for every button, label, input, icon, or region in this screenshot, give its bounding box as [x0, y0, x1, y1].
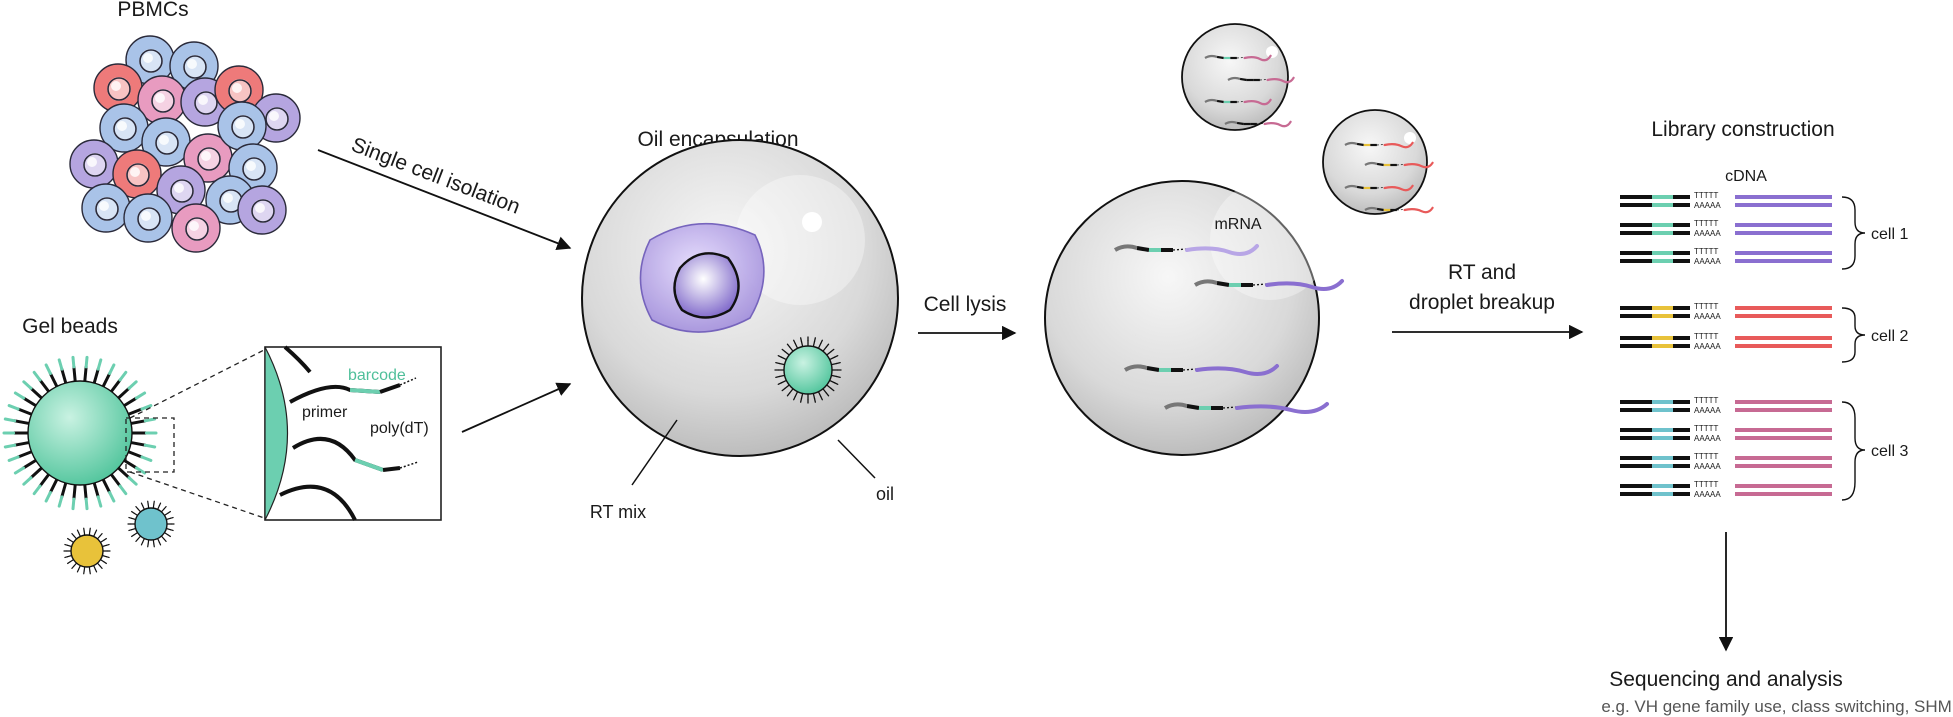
poly-a-text: AAAAA — [1694, 201, 1721, 210]
sequencing-label: Sequencing and analysis — [1609, 668, 1843, 691]
pbmc-cell — [82, 184, 130, 232]
poly-t-text: TTTTT — [1694, 480, 1719, 489]
sequencing-note: e.g. VH gene family use, class switching… — [1601, 697, 1953, 716]
mrna-label: mRNA — [1214, 216, 1261, 233]
gel-bead-blue — [128, 501, 174, 547]
pbmcs-label: PBMCs — [117, 0, 188, 21]
gel-beads-label: Gel beads — [22, 315, 118, 338]
lysed-droplet — [1045, 180, 1330, 455]
poly-t-text: TTTTT — [1694, 452, 1719, 461]
arrow-gel-bead — [462, 384, 570, 432]
barcode-label: barcode — [348, 367, 406, 384]
library-construction-label: Library construction — [1651, 118, 1834, 141]
encapsulated-cell — [640, 224, 763, 332]
single-cell-isolation-label: Single cell isolation — [348, 133, 523, 218]
pbmc-cell — [238, 186, 286, 234]
strand-primer — [1187, 406, 1199, 408]
gel-bead-large — [4, 357, 156, 508]
oil-pointer — [838, 440, 875, 478]
strand-primer — [1357, 144, 1364, 145]
poly-a-text: AAAAA — [1694, 490, 1721, 499]
poly-t-text: TTTTT — [1694, 247, 1719, 256]
poly-t-text: TTTTT — [1694, 191, 1719, 200]
poly-a-text: AAAAA — [1694, 342, 1721, 351]
cell-lysis-label: Cell lysis — [924, 293, 1007, 316]
poly-a-text: AAAAA — [1694, 462, 1721, 471]
poly-t-text: TTTTT — [1694, 219, 1719, 228]
cell-3-label: cell 3 — [1871, 443, 1908, 460]
strand-primer — [1377, 209, 1384, 210]
primer-label: primer — [302, 404, 348, 421]
rt-mix-label: RT mix — [590, 502, 646, 522]
gel-bead-yellow — [64, 528, 110, 574]
strand-primer — [1377, 164, 1384, 165]
arrow-single-cell — [318, 150, 570, 248]
cell-1-label: cell 1 — [1871, 226, 1908, 243]
cell-2-brace — [1842, 308, 1865, 362]
library-read: TTTTTAAAAA — [1620, 452, 1832, 471]
zoom-line-top — [130, 347, 270, 418]
poly-t-text: TTTTT — [1694, 424, 1719, 433]
strand-primer — [1237, 123, 1244, 124]
strand-primer — [1217, 101, 1224, 102]
cdna-label: cDNA — [1725, 168, 1767, 185]
poly-a-text: AAAAA — [1694, 229, 1721, 238]
strand-mrna — [1405, 208, 1433, 212]
library-read: TTTTTAAAAA — [1620, 396, 1832, 415]
strand-primer — [1357, 187, 1364, 188]
droplet-breakup-label: droplet breakup — [1409, 291, 1555, 314]
library-reads: TTTTTAAAAATTTTTAAAAATTTTTAAAAATTTTTAAAAA… — [1620, 191, 1832, 499]
strand-mrna — [1265, 122, 1291, 126]
strand-primer — [1217, 283, 1229, 285]
library-read: TTTTTAAAAA — [1620, 480, 1832, 499]
strand-primer — [1147, 368, 1159, 370]
strand-primer — [1137, 248, 1149, 250]
poly-dt-label: poly(dT) — [370, 420, 429, 437]
poly-a-text: AAAAA — [1694, 406, 1721, 415]
rt-and-label: RT and — [1448, 261, 1516, 284]
small-droplet-right — [1323, 110, 1427, 214]
oil-label: oil — [876, 484, 894, 504]
cell-1-brace — [1842, 197, 1865, 269]
pbmc-cell — [172, 204, 220, 252]
poly-t-text: TTTTT — [1694, 302, 1719, 311]
poly-t-text: TTTTT — [1694, 332, 1719, 341]
cell-2-label: cell 2 — [1871, 328, 1908, 345]
strand-primer — [1240, 79, 1247, 80]
poly-a-text: AAAAA — [1694, 257, 1721, 266]
strand-primer — [1217, 57, 1224, 58]
poly-a-text: AAAAA — [1694, 434, 1721, 443]
pbmc-cell — [70, 140, 118, 188]
cell-3-brace — [1842, 402, 1865, 500]
pbmc-cell — [218, 102, 266, 150]
poly-a-text: AAAAA — [1694, 312, 1721, 321]
poly-t-text: TTTTT — [1694, 396, 1719, 405]
bead-zoom-inset: barcode primer poly(dT) — [265, 347, 441, 520]
pbmc-cell — [124, 194, 172, 242]
pbmc-cluster — [70, 36, 300, 252]
